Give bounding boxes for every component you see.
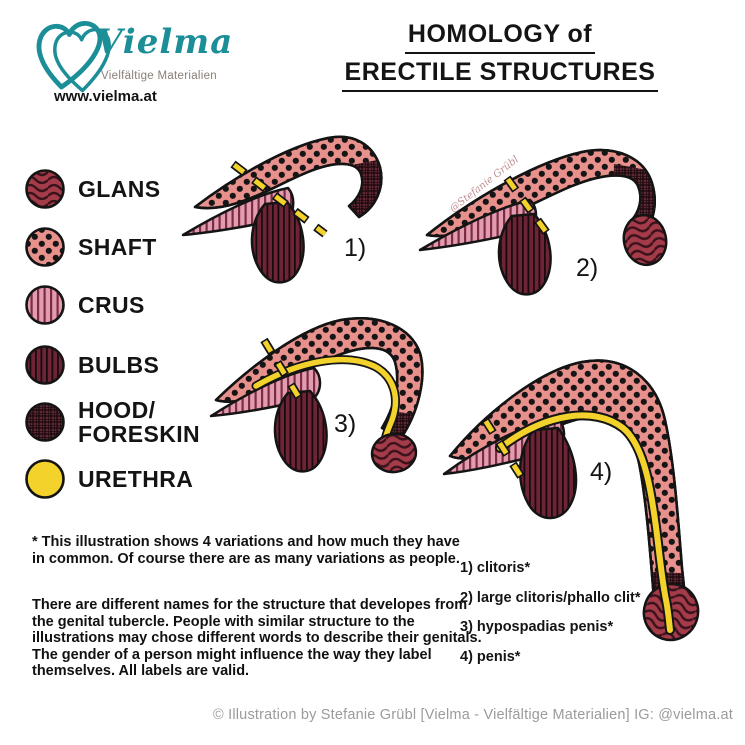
legend-item-urethra: URETHRA (24, 458, 193, 500)
copyright-footer: © Illustration by Stefanie Grübl [Vielma… (213, 707, 733, 723)
figure-2-illustration (418, 148, 668, 296)
website-url: www.vielma.at (54, 88, 157, 105)
bulbs-swatch-icon (25, 345, 65, 385)
legend-label-shaft: SHAFT (78, 233, 157, 260)
glans-swatch-icon (25, 169, 65, 209)
page-title-line1: HOMOLOGY of (404, 20, 596, 54)
legend-item-glans: GLANS (24, 168, 161, 210)
legend-label-hood-foreskin: HOOD/ FORESKIN (78, 397, 201, 448)
legend-label-crus: CRUS (78, 291, 145, 318)
figure-2-number: 2) (576, 254, 599, 282)
note-variations: * This illustration shows 4 variations a… (32, 534, 460, 567)
page-title-line2: ERECTILE STRUCTURES (341, 58, 659, 92)
figure-3-illustration (209, 317, 424, 474)
vielma-logo-icon (36, 21, 111, 93)
variant-label-2: 2) large clitoris/phallo clit* (460, 589, 641, 606)
figure-3-number: 3) (334, 410, 357, 438)
page-title: HOMOLOGY of ERECTILE STRUCTURES (300, 20, 700, 96)
brand-name: Vielma (96, 22, 234, 62)
variant-label-3: 3) hypospadias penis* (460, 619, 614, 635)
legend-label-glans: GLANS (78, 175, 161, 202)
shaft-swatch-icon (25, 227, 65, 267)
figure-1-illustration (181, 135, 383, 284)
variant-labels: 1) clitoris* 2) large clitoris/phallo cl… (460, 560, 641, 678)
crus-swatch-icon (25, 285, 65, 325)
figure-4-illustration (442, 359, 700, 642)
note-names: There are different names for the struct… (32, 597, 482, 679)
legend-item-crus: CRUS (24, 284, 145, 326)
figure-4-number: 4) (590, 458, 613, 486)
legend-item-bulbs: BULBS (24, 344, 159, 386)
variant-label-4: 4) penis* (460, 648, 521, 665)
urethra-swatch-icon (25, 459, 65, 499)
figure-1-number: 1) (344, 234, 367, 262)
variant-label-1: 1) clitoris* (460, 560, 531, 576)
legend-label-bulbs: BULBS (78, 351, 160, 378)
legend-item-shaft: SHAFT (24, 226, 157, 268)
hood-foreskin-swatch-icon (25, 402, 65, 442)
legend-label-urethra: URETHRA (78, 465, 194, 492)
brand-tagline: Vielfältige Materialien (101, 70, 217, 82)
legend-item-hood-foreskin: HOOD/ FORESKIN (24, 398, 203, 446)
